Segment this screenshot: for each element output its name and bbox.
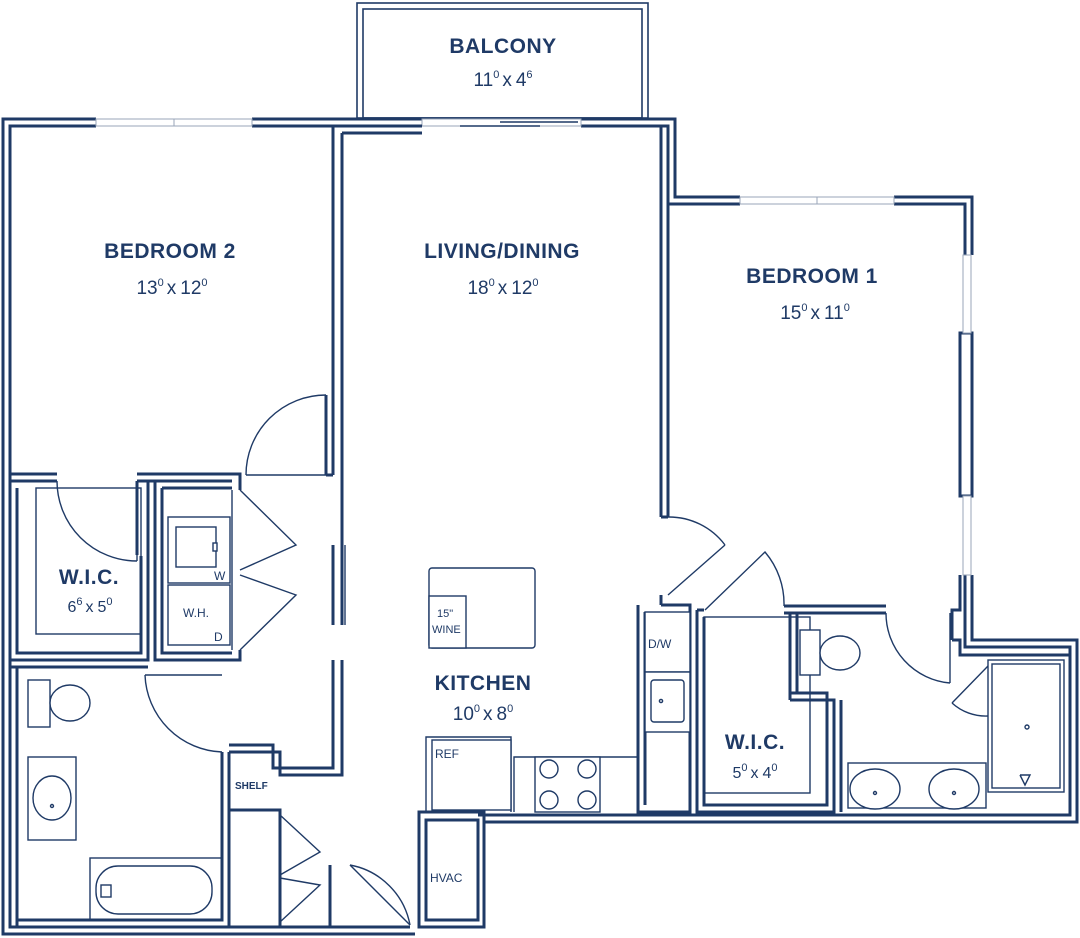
dryer-label: D: [214, 630, 223, 644]
bath2-fixtures: [27, 679, 223, 921]
washer: W: [167, 516, 231, 584]
fixtures: W W.H. D 15" WINE: [27, 487, 1065, 921]
water-heater-label: W.H.: [183, 606, 209, 620]
washer-label: W: [214, 569, 226, 583]
room-name-bedroom-1: BEDROOM 1: [746, 265, 878, 288]
water-heater: W.H. D: [167, 584, 231, 646]
interior-walls: [8, 124, 1070, 929]
wine-size-label: 15": [437, 608, 453, 620]
balcony: [356, 2, 649, 119]
dishwasher-label: D/W: [648, 637, 672, 651]
bath1-fixtures: [799, 629, 1065, 810]
kitchen-counter: D/W: [513, 611, 691, 813]
refrigerator: REF: [425, 736, 512, 812]
room-name-living-dining: LIVING/DINING: [424, 240, 580, 263]
room-name-wic-2: W.I.C.: [59, 566, 119, 589]
kitchen-island: 15" WINE: [428, 567, 536, 649]
shelf: SHELF: [235, 781, 268, 792]
room-name-balcony: BALCONY: [449, 35, 556, 58]
room-name-wic-1: W.I.C.: [725, 731, 785, 754]
wine-label: WINE: [432, 624, 461, 636]
room-name-bedroom-2: BEDROOM 2: [104, 240, 236, 263]
hvac-label: HVAC: [430, 871, 463, 885]
windows: [95, 118, 972, 576]
refrigerator-label: REF: [435, 747, 459, 761]
room-name-kitchen: KITCHEN: [435, 672, 532, 695]
shelf-label: SHELF: [235, 781, 268, 792]
doors: [56, 394, 989, 926]
hvac: HVAC: [430, 871, 463, 885]
